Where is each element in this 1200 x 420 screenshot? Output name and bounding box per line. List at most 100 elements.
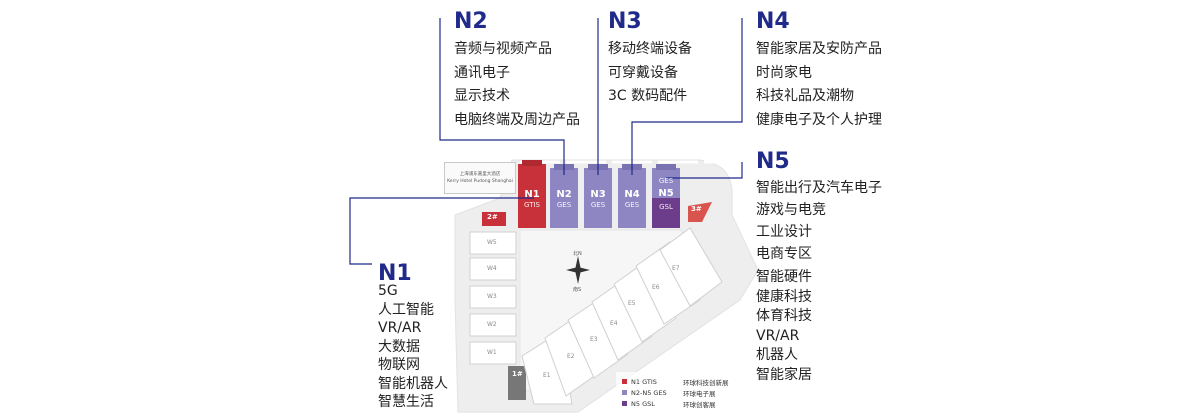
group-n3-list: 移动终端设备 可穿戴设备 3C 数码配件 bbox=[608, 38, 692, 109]
group-n1-title: N1 bbox=[378, 261, 412, 286]
hotel-label: 上海浦东嘉里大酒店 Kerry Hotel Pudong Shanghai bbox=[444, 162, 516, 194]
hall-n2-block bbox=[550, 168, 578, 228]
line-n5 bbox=[666, 162, 743, 179]
hall-w5[interactable]: W5 bbox=[487, 239, 497, 246]
group-n2-list: 音频与视频产品 通讯电子 显示技术 电脑终端及周边产品 bbox=[454, 38, 580, 132]
hall-w1[interactable]: W1 bbox=[487, 349, 497, 356]
list-item: 智能硬件 bbox=[756, 269, 812, 285]
list-item: 通讯电子 bbox=[454, 64, 510, 81]
hall-e1[interactable]: E1 bbox=[543, 372, 551, 379]
entrance-1: 1# bbox=[512, 370, 523, 378]
list-item: 智能机器人 bbox=[378, 375, 448, 392]
legend-key: N5 GSL bbox=[631, 399, 655, 408]
list-item: 智慧生活 bbox=[378, 394, 434, 410]
hall-e5[interactable]: E5 bbox=[628, 300, 636, 307]
list-item: 5G bbox=[378, 283, 398, 299]
list-item: 可穿戴设备 bbox=[608, 64, 678, 81]
list-item: 智能家居 bbox=[756, 366, 812, 383]
group-n5-title: N5 bbox=[756, 149, 790, 174]
legend-label: 环球科技创新展 bbox=[683, 378, 729, 387]
list-item: 游戏与电竞 bbox=[756, 202, 826, 218]
entrance-1-block bbox=[508, 366, 526, 400]
line-n2 bbox=[439, 18, 565, 175]
legend-swatch-red bbox=[622, 379, 627, 384]
hall-e6[interactable]: E6 bbox=[652, 284, 660, 291]
hall-e2[interactable]: E2 bbox=[567, 353, 575, 360]
entrance-3: 3# bbox=[691, 205, 702, 213]
hall-n5-top bbox=[652, 168, 680, 198]
legend-label: 环球电子展 bbox=[683, 389, 716, 398]
hall-n1[interactable]: N1 GTIS bbox=[515, 190, 549, 210]
list-item: 物联网 bbox=[378, 357, 420, 373]
entrance-2-block bbox=[482, 212, 506, 226]
hall-e3[interactable]: E3 bbox=[590, 336, 598, 343]
hall-n2[interactable]: N2 GES bbox=[547, 190, 581, 210]
hall-n1-name: N1 bbox=[524, 189, 540, 200]
hall-n3-tag: GES bbox=[590, 201, 606, 209]
hall-n4-block bbox=[618, 168, 646, 228]
entrance-2: 2# bbox=[487, 213, 498, 221]
legend-swatch-violet bbox=[622, 390, 627, 395]
hall-n3-name: N3 bbox=[590, 189, 606, 200]
hall-n5[interactable]: GES N5 GSL bbox=[649, 176, 683, 212]
hall-e4[interactable]: E4 bbox=[610, 320, 618, 327]
group-n2-title: N2 bbox=[454, 9, 488, 34]
list-item: 智能出行及汽车电子 bbox=[756, 180, 882, 196]
hall-n4[interactable]: N4 GES bbox=[615, 190, 649, 210]
legend-key: N2-N5 GES bbox=[631, 388, 667, 397]
legend-swatch-purple bbox=[622, 401, 627, 406]
list-item: 电脑终端及周边产品 bbox=[454, 111, 580, 128]
compass-north: 北N bbox=[573, 251, 582, 257]
entrance-3-block bbox=[688, 202, 712, 222]
list-item: 大数据 bbox=[378, 338, 420, 355]
compass-south: 南S bbox=[573, 287, 582, 293]
hall-n3-block bbox=[584, 168, 612, 228]
list-item: 显示技术 bbox=[454, 88, 510, 104]
line-n1 bbox=[349, 197, 534, 265]
map-legend: N1 GTIS 环球科技创新展 N2-N5 GES 环球电子展 N5 GSL 环… bbox=[622, 376, 729, 409]
list-item: 科技礼品及潮物 bbox=[756, 88, 854, 104]
group-n4-title: N4 bbox=[756, 9, 790, 34]
list-item: 工业设计 bbox=[756, 224, 812, 240]
group-n3-title: N3 bbox=[608, 9, 642, 34]
hall-n5-name: N5 bbox=[658, 188, 674, 199]
list-item: VR/AR bbox=[378, 320, 422, 336]
list-item: 机器人 bbox=[756, 347, 798, 363]
list-item: 健康电子及个人护理 bbox=[756, 111, 882, 128]
hall-e7[interactable]: E7 bbox=[672, 265, 680, 272]
hall-n2-name: N2 bbox=[556, 189, 572, 200]
group-n1-list: 5G 人工智能 VR/AR 大数据 物联网 智能机器人 智慧生活 bbox=[378, 282, 448, 412]
list-item: 3C 数码配件 bbox=[608, 88, 688, 104]
list-item: 人工智能 bbox=[378, 301, 434, 318]
hall-n4-name: N4 bbox=[624, 189, 640, 200]
hall-w4[interactable]: W4 bbox=[487, 265, 497, 272]
list-item: VR/AR bbox=[756, 327, 800, 344]
group-n4-list: 智能家居及安防产品 时尚家电 科技礼品及潮物 健康电子及个人护理 bbox=[756, 38, 882, 132]
hall-n1-block bbox=[518, 164, 546, 228]
east-halls bbox=[521, 227, 723, 405]
list-item: 体育科技 bbox=[756, 308, 812, 324]
legend-row-gtis: N1 GTIS 环球科技创新展 bbox=[622, 376, 729, 387]
hall-w3[interactable]: W3 bbox=[487, 293, 497, 300]
list-item: 移动终端设备 bbox=[608, 41, 692, 57]
hall-n5-top-tag: GES bbox=[658, 177, 674, 185]
list-item: 时尚家电 bbox=[756, 64, 812, 81]
hall-w2[interactable]: W2 bbox=[487, 321, 497, 328]
west-halls bbox=[469, 231, 517, 365]
hotel-name-en: Kerry Hotel Pudong Shanghai bbox=[447, 179, 513, 184]
hall-n4-tag: GES bbox=[624, 201, 640, 209]
hall-n5-roof bbox=[656, 164, 676, 170]
list-item: 音频与视频产品 bbox=[454, 41, 552, 57]
hall-n2-tag: GES bbox=[556, 201, 572, 209]
list-item: 电商专区 bbox=[756, 246, 812, 262]
legend-row-gsl: N5 GSL 环球创客展 bbox=[622, 398, 729, 409]
legend-bg bbox=[616, 372, 726, 410]
list-item: 健康科技 bbox=[756, 288, 812, 305]
hall-n3[interactable]: N3 GES bbox=[581, 190, 615, 210]
hall-n1-tag: GTIS bbox=[524, 201, 540, 209]
hotel-name-cn: 上海浦东嘉里大酒店 bbox=[459, 172, 501, 177]
hall-n5-bottom bbox=[652, 198, 680, 228]
hall-n1-roof bbox=[522, 160, 542, 166]
line-n4 bbox=[631, 18, 743, 175]
